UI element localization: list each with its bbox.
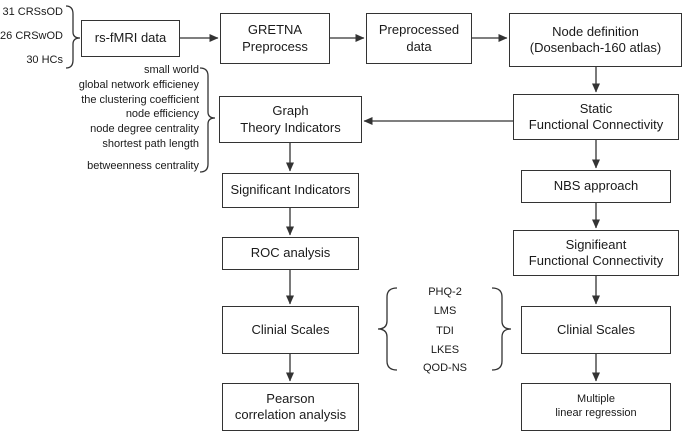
scale-item: LMS (433, 305, 457, 317)
scale-item: PHQ-2 (428, 286, 462, 298)
indicator-item: the clustering coefficient (81, 94, 199, 106)
node-definition-box: Node definition (Dosenbach-160 atlas) (509, 13, 682, 67)
significant-fc-label: Functional Connectivity (528, 253, 664, 268)
scale-item: TDI (436, 325, 454, 337)
indicator-item: node degree centrality (90, 123, 199, 135)
group-label: 30 HCs (26, 54, 63, 66)
data-label: data (406, 38, 432, 54)
indicator-item: node efficiency (125, 108, 199, 120)
atlas-label: (Dosenbach-160 atlas) (529, 40, 662, 55)
group-label: 31 CRSsOD (2, 6, 63, 18)
group-label: 26 CRSwOD (0, 30, 63, 42)
rsfmri-data-label: rs-fMRI data (94, 30, 167, 46)
graph-theory-box: Graph Theory Indicators (219, 96, 362, 143)
indicator-item: global network efficieney (78, 79, 199, 91)
graph-label: Graph (272, 103, 309, 119)
roc-analysis-box: ROC analysis (222, 237, 359, 270)
significant-indicators-label: Significant Indicators (230, 182, 351, 198)
clinical-scales-right-box: Clinial Scales (521, 306, 671, 354)
linear-regression-label: linear regression (555, 407, 637, 419)
multiple-label: Multiple (577, 393, 615, 406)
scale-item: LKES (430, 344, 460, 356)
pearson-label: Pearson (266, 390, 315, 406)
clinical-scales-right-label: Clinial Scales (556, 321, 636, 337)
indicator-item: small world (143, 64, 199, 76)
significant-indicators-box: Significant Indicators (222, 173, 359, 208)
pearson-correlation-box: Pearson correlation analysis (222, 383, 359, 431)
multiple-regression-box: Multiple linear regression (521, 383, 671, 431)
rsfmri-data-box: rs-fMRI data (81, 20, 180, 57)
preprocessed-data-box: Preprocessed data (366, 13, 472, 64)
node-definition-label: Node definition (552, 23, 639, 39)
indicators-brace (199, 67, 216, 173)
preprocessed-label: Preprocessed (378, 22, 460, 38)
gretna-preprocess-box: GRETNA Preprocess (220, 13, 330, 64)
scales-brace-left (377, 287, 398, 371)
roc-analysis-label: ROC analysis (250, 245, 331, 261)
indicator-item: betweenness centrality (87, 160, 199, 172)
groups-brace (65, 5, 81, 69)
preprocess-label: Preprocess (242, 38, 308, 54)
significant-label: Signifieant (565, 236, 627, 252)
nbs-approach-label: NBS approach (553, 178, 639, 194)
functional-connectivity-label: Functional Connectivity (528, 117, 664, 132)
scale-item: QOD-NS (423, 362, 467, 374)
gretna-label: GRETNA (247, 22, 303, 38)
nbs-approach-box: NBS approach (521, 170, 671, 203)
correlation-analysis-label: correlation analysis (234, 407, 347, 422)
significant-fc-box: Signifieant Functional Connectivity (513, 230, 679, 276)
scales-brace-right (491, 287, 512, 371)
clinical-scales-left-box: Clinial Scales (222, 306, 359, 354)
clinical-scales-left-label: Clinial Scales (251, 321, 330, 337)
static-label: Static (579, 100, 613, 116)
static-fc-box: Static Functional Connectivity (513, 94, 679, 140)
indicator-item: shortest path length (102, 138, 199, 150)
theory-indicators-label: Theory Indicators (240, 119, 341, 135)
